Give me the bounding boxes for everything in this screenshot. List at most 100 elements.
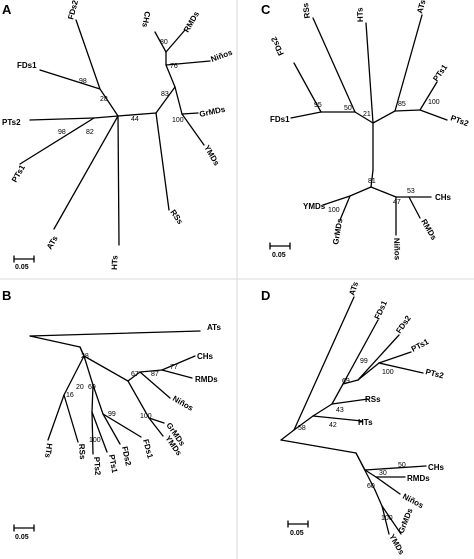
bootstrap-value: 28 [100,96,108,103]
tree-branch [357,362,380,381]
tree-branch [280,439,357,454]
bootstrap-value: 100 [382,369,394,376]
tree-branch [127,371,141,382]
tree-branch [127,380,150,419]
leaf-label: PTs2 [449,113,470,128]
tree-branch [364,465,427,471]
leaf-label: RMDs [407,474,430,483]
leaf-label: Niños [210,48,234,64]
tree-branch [139,371,171,399]
tree-branch [293,296,355,431]
leaf-label: Niños [392,238,402,261]
bootstrap-value: 100 [428,99,440,106]
leaf-label: CHs [435,193,452,202]
tree-branch [342,319,379,385]
tree-branch [39,69,101,90]
leaf-label: ATs [347,280,360,297]
leaf-label: ATs [415,0,427,15]
tree-branch [83,355,129,382]
leaf-label: CHs [428,463,445,472]
tree-branch [181,112,199,115]
bootstrap-value: 76 [170,63,178,70]
leaf-label: PTs2 [92,457,102,477]
bootstrap-value: 67 [131,371,139,378]
bootstrap-value: 83 [161,91,169,98]
tree-branch [322,195,351,206]
leaf-label: Niños [401,492,425,511]
leaf-label: PTs1 [10,163,27,184]
leaf-label: FDs2 [394,314,413,336]
leaf-label: YMDs [202,144,221,168]
leaf-label: CHs [197,352,214,361]
bootstrap-value: 100 [328,207,340,214]
bootstrap-value: 69 [88,384,96,391]
panel-label: B [2,288,11,303]
bootstrap-value: 43 [336,407,344,414]
leaf-label: GrMDs [331,217,345,245]
scale-label: 0.05 [15,264,29,271]
leaf-label: HTs [355,7,365,22]
tree-branch [349,186,372,197]
bootstrap-value: 98 [58,129,66,136]
bootstrap-value: 82 [86,129,94,136]
bootstrap-value: 28 [81,353,89,360]
leaf-label: FDs2 [120,446,133,468]
tree-branch [293,415,314,431]
leaf-label: GrMDs [199,105,227,119]
bootstrap-value: 21 [363,111,371,118]
leaf-label: RSs [77,444,87,461]
scale-label: 0.05 [290,530,304,537]
tree-branch [161,369,193,379]
tree-branch [19,117,95,165]
leaf-label: HTs [358,418,373,427]
leaf-label: FDs1 [141,438,155,460]
tree-branch [165,64,176,88]
bootstrap-value: 20 [76,384,84,391]
bootstrap-value: 44 [131,116,139,123]
tree-branch [165,60,211,66]
tree-branch [53,115,119,230]
bootstrap-value: 50 [398,462,406,469]
leaf-label: RMDs [419,218,438,243]
bootstrap-value: 98 [79,78,87,85]
tree-branch [99,88,119,117]
tree-branch [357,334,400,381]
tree-branch [181,113,205,146]
tree-branch [381,505,402,535]
tree-branch [165,29,186,53]
tree-branch [47,394,65,441]
tree-branch [155,112,170,211]
tree-branch [342,379,359,385]
tree-branch [372,110,396,124]
tree-branch [63,394,79,443]
leaf-label: HTs [110,255,120,270]
tree-branch [394,14,423,112]
tree-branch [174,86,183,115]
bootstrap-value: 100 [140,413,152,420]
bootstrap-value: 53 [407,188,415,195]
tree-branch [29,117,95,121]
bootstrap-value: 77 [170,364,178,371]
bootstrap-value: 85 [398,101,406,108]
bootstrap-value: 47 [393,199,401,206]
leaf-label: FDs1 [17,61,37,70]
tree-branch [92,384,104,415]
bootstrap-value: 42 [329,422,337,429]
tree-branch [290,111,322,119]
bootstrap-value: 99 [108,411,116,418]
tree-panel-c: C RSs HTs ATs FDs2 PTs1 FDs1 PTs2 CHs YM… [261,0,470,261]
tree-branch [375,476,401,495]
bootstrap-value: 87 [151,371,159,378]
tree-branch [75,19,101,90]
tree-branch [312,17,356,113]
tree-branch [365,22,374,124]
leaf-label: Niños [171,394,195,413]
tree-branch [354,111,374,124]
tree-branch [79,346,85,357]
leaf-label: RSs [168,208,185,226]
leaf-label: ATs [45,234,60,251]
tree-branch [370,186,397,198]
leaf-label: RMDs [195,375,218,384]
tree-branch [374,489,383,507]
